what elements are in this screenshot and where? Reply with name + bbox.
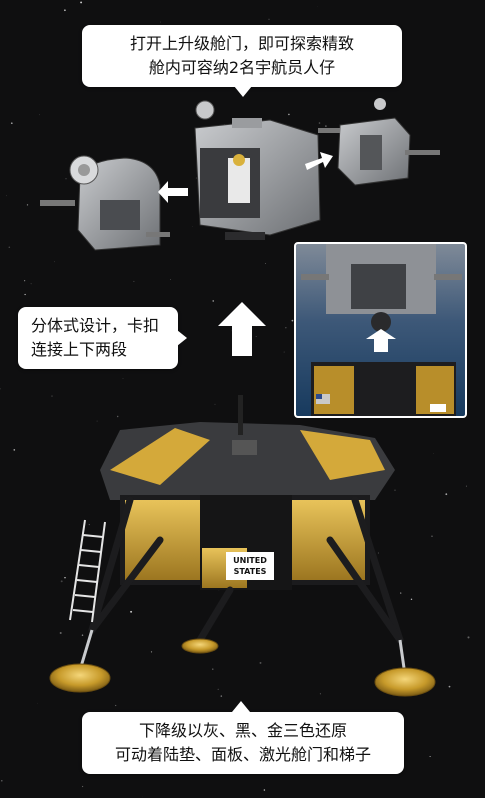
star [255, 336, 257, 337]
callout-interior-cabin: 打开上升级舱门，即可探索精致 舱内可容纳2名宇航员人仔 [82, 25, 402, 87]
star [467, 636, 470, 639]
callout-top-pointer [234, 86, 252, 97]
united-states-panel [226, 552, 274, 580]
inset-detail-photo [294, 242, 467, 418]
star [160, 21, 161, 23]
star [448, 685, 451, 688]
star [64, 576, 66, 579]
star [10, 122, 13, 125]
star [0, 388, 1, 390]
star [465, 485, 467, 487]
star [59, 631, 62, 635]
callout-middle-line2: 连接上下两段 [31, 340, 128, 359]
star [82, 785, 84, 788]
ascent-stage-rear-section [318, 98, 440, 186]
star [122, 378, 124, 379]
star [170, 279, 171, 280]
star [429, 755, 431, 758]
star [96, 420, 98, 422]
star [433, 453, 434, 454]
star [259, 661, 262, 664]
star [54, 261, 55, 263]
star [214, 403, 216, 405]
star [37, 702, 38, 704]
star [13, 449, 16, 451]
star [318, 122, 321, 124]
footpad-left [49, 663, 111, 693]
panel-label-line2: STATES [234, 567, 267, 576]
star [212, 300, 214, 302]
star [431, 535, 433, 537]
star [394, 489, 396, 491]
american-flag-icon [316, 394, 330, 404]
ladder [69, 519, 106, 623]
callout-middle-line1: 分体式设计，卡扣 [31, 316, 160, 335]
star [1, 780, 3, 782]
star [130, 610, 133, 613]
star [410, 598, 413, 601]
star [220, 695, 223, 697]
callout-bottom-line1: 下降级以灰、黑、金三色还原 [138, 721, 347, 740]
star [81, 634, 84, 636]
callout-bottom-pointer [232, 701, 250, 712]
ascent-stage-front-section [40, 155, 170, 251]
callout-top-line1: 打开上升级舱门，即可探索精致 [129, 34, 354, 53]
star [115, 704, 117, 707]
inset-arrow-up-icon [366, 329, 396, 352]
star [217, 688, 219, 691]
star [212, 668, 214, 670]
footpad-rear [181, 638, 219, 654]
arrow-right-icon [305, 152, 333, 170]
star [6, 195, 7, 197]
star [30, 283, 32, 285]
star [133, 280, 135, 282]
star [8, 246, 11, 248]
panel-label-line1: UNITED [233, 556, 267, 565]
ascent-stage-crew-cabin [194, 100, 321, 240]
star [80, 1, 83, 4]
star [39, 114, 40, 116]
star [81, 29, 83, 31]
star [24, 280, 26, 282]
landing-legs [88, 496, 404, 644]
star [325, 125, 327, 127]
star [88, 524, 90, 526]
callout-descent-stage: 下降级以灰、黑、金三色还原 可动着陆垫、面板、激光舱门和梯子 [82, 712, 404, 774]
star [51, 395, 53, 397]
star [445, 493, 448, 496]
star [24, 293, 26, 296]
star [26, 204, 29, 206]
callout-split-design: 分体式设计，卡扣 连接上下两段 [18, 307, 178, 369]
arrow-left-icon [158, 181, 188, 203]
star [195, 177, 197, 179]
star [268, 18, 270, 20]
star [283, 351, 285, 353]
footpad-right [374, 667, 436, 697]
star [288, 113, 290, 116]
callout-bottom-line2: 可动着陆垫、面板、激光舱门和梯子 [114, 745, 371, 764]
star [291, 319, 294, 322]
leg-struts [78, 629, 407, 676]
star [116, 415, 119, 418]
star [285, 327, 287, 329]
star [319, 693, 321, 695]
star [263, 789, 266, 791]
star [65, 178, 67, 180]
star [377, 552, 379, 554]
callout-middle-pointer [177, 330, 187, 346]
star [60, 580, 63, 583]
star [150, 651, 153, 653]
star [400, 592, 402, 594]
star [64, 9, 66, 12]
arrow-up-icon [218, 302, 266, 356]
star [264, 263, 266, 264]
callout-top-line2: 舱内可容纳2名宇航员人仔 [148, 58, 336, 77]
